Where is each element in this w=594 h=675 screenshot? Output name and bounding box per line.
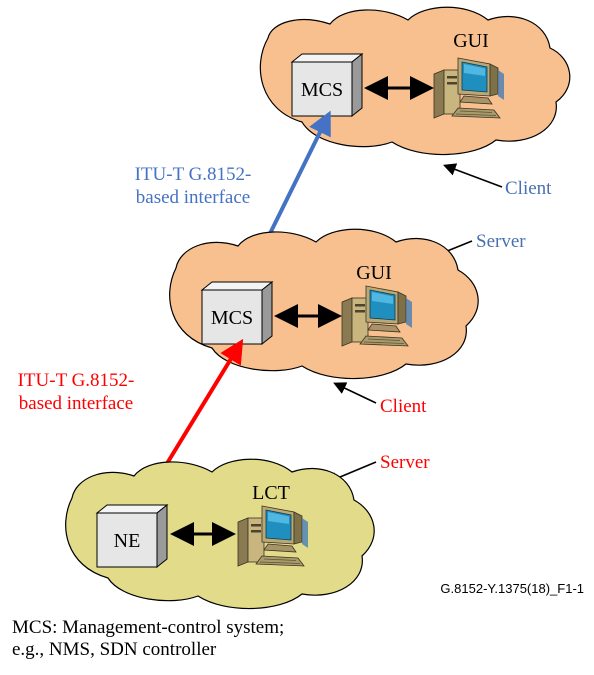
bottom-ne-box bbox=[95, 503, 169, 569]
figure-id: G.8152-Y.1375(18)_F1-1 bbox=[440, 581, 584, 596]
footnote: MCS: Management-control system; e.g., NM… bbox=[12, 617, 582, 661]
footnote-line1: MCS: Management-control system; bbox=[12, 617, 285, 638]
upper-interface-label-line2: based interface bbox=[136, 187, 250, 208]
lower-interface-label-line1: ITU-T G.8152- bbox=[18, 370, 135, 391]
top-gui-label: GUI bbox=[453, 30, 489, 52]
middle-mcs-box bbox=[200, 280, 274, 346]
top-mcs-label: MCS bbox=[301, 79, 343, 101]
footnote-line2: e.g., NMS, SDN controller bbox=[12, 639, 217, 660]
middle-gui-label: GUI bbox=[356, 262, 392, 284]
middle-mcs-label: MCS bbox=[211, 307, 253, 329]
middle-client-pointer-arrow bbox=[333, 382, 377, 404]
bottom-lct-label: LCT bbox=[252, 482, 290, 504]
middle-client-label: Client bbox=[380, 396, 427, 417]
top-client-label: Client bbox=[505, 178, 552, 199]
middle-server-label: Server bbox=[476, 231, 526, 252]
top-mcs-box bbox=[290, 52, 364, 118]
lower-interface-label-line2: based interface bbox=[19, 393, 133, 414]
top-client-pointer-arrow bbox=[443, 163, 503, 188]
bottom-ne-label: NE bbox=[114, 530, 141, 552]
upper-interface-label-line1: ITU-T G.8152- bbox=[135, 164, 252, 185]
bottom-server-label: Server bbox=[380, 452, 430, 473]
